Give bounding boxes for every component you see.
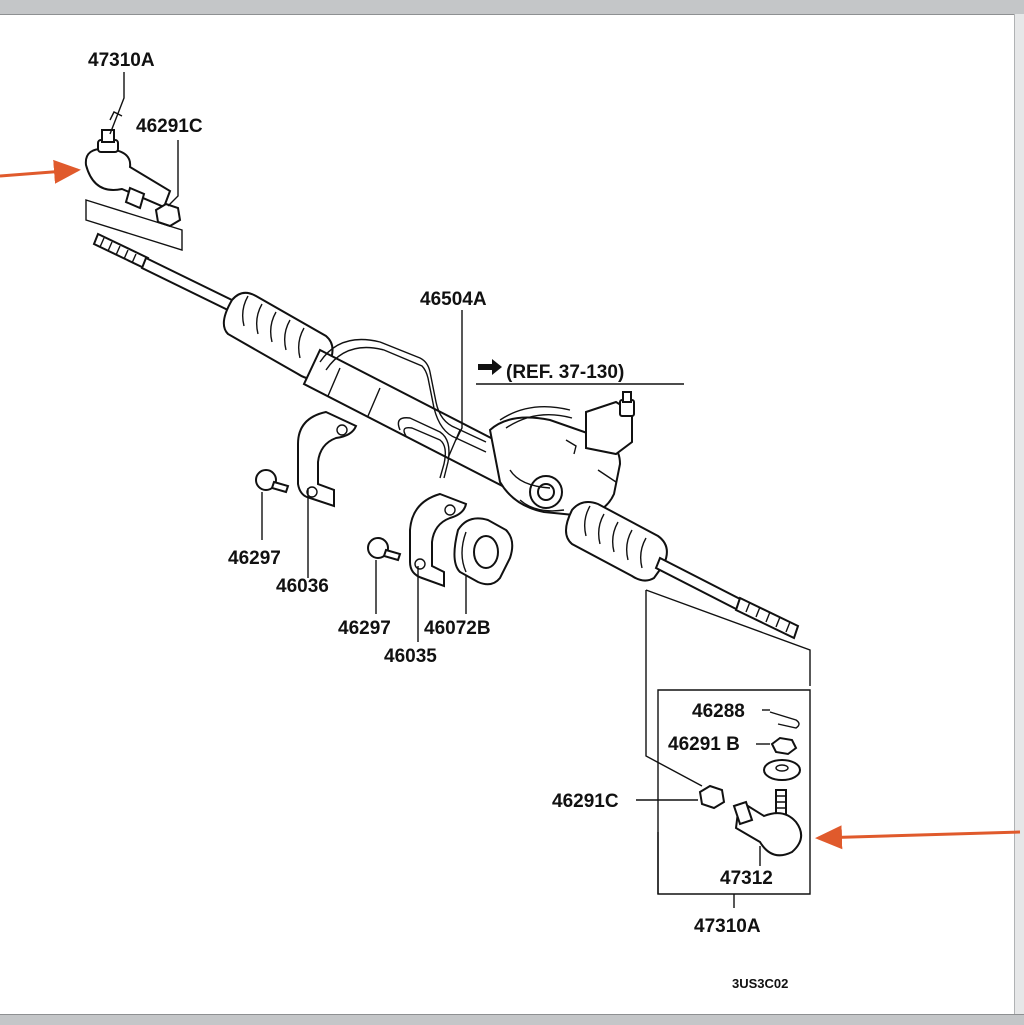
pointer-arrow-left <box>0 159 81 184</box>
label-46288: 46288 <box>692 701 745 722</box>
window-right-edge <box>1014 14 1024 1014</box>
label-46036: 46036 <box>276 576 329 597</box>
label-47310a-bottom: 47310A <box>694 916 761 937</box>
clamp-46035 <box>409 492 468 588</box>
tie-rod-end-47312 <box>732 789 803 857</box>
bracket-shaft-end <box>645 589 811 686</box>
label-47312: 47312 <box>720 868 773 889</box>
rack-shaft <box>92 232 800 640</box>
label-46291b: 46291 B <box>668 734 740 755</box>
label-46297-left: 46297 <box>228 548 281 569</box>
window-bottom-bar <box>0 1014 1024 1025</box>
bushing-46072b <box>453 517 514 586</box>
cotter-pin-46288 <box>769 711 800 729</box>
bracket-leader-nut <box>645 590 703 787</box>
label-46297-right: 46297 <box>338 618 391 639</box>
label-46291c-bottom: 46291C <box>552 791 619 812</box>
label-47310a-top: 47310A <box>88 50 155 71</box>
window-top-bar <box>0 0 1024 15</box>
nut-46291c-bottom <box>698 784 726 810</box>
ref-arrow-icon <box>478 359 502 375</box>
bolt-46297-left <box>255 469 290 494</box>
parts-bracket-top <box>85 199 183 251</box>
label-46072b: 46072B <box>424 618 491 639</box>
tie-rod-end-top <box>84 111 172 210</box>
bolt-46297-right <box>367 537 402 562</box>
label-46291c-top: 46291C <box>136 116 203 137</box>
castle-nut-46291b <box>770 736 798 756</box>
clamp-46036 <box>297 410 358 508</box>
pointer-arrow-right <box>815 825 1021 850</box>
washer <box>763 759 801 781</box>
exploded-box <box>657 689 811 895</box>
leader-46291c-top <box>167 140 179 207</box>
leader-47310a-top <box>109 72 125 135</box>
label-46035: 46035 <box>384 646 437 667</box>
label-46504a: 46504A <box>420 289 487 310</box>
label-ref: (REF. 37-130) <box>506 362 624 383</box>
label-figure-code: 3US3C02 <box>732 976 788 991</box>
leader-46504a <box>455 310 463 441</box>
